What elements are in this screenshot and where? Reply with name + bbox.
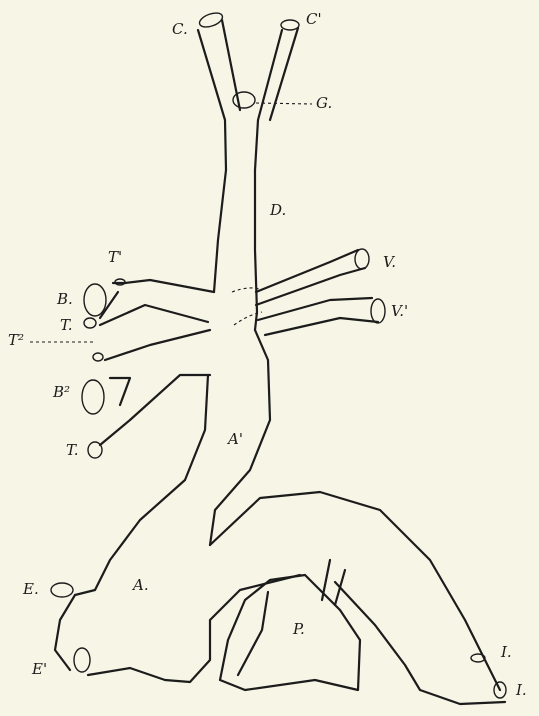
branch-b2-top	[105, 330, 210, 360]
label-c-prime: C'	[306, 12, 322, 27]
branch-b2-opening	[82, 380, 104, 414]
label-v: V.	[383, 255, 396, 270]
label-c: C.	[172, 22, 188, 37]
label-t-upper: T.	[60, 318, 73, 333]
trunk-left-wall	[214, 170, 226, 292]
label-t-squared: T²	[8, 333, 24, 348]
left-carotid-inner	[222, 20, 240, 110]
vertebral-v-opening	[355, 249, 369, 269]
label-d: D.	[270, 203, 286, 218]
label-i-lower: I.	[516, 683, 527, 698]
label-e-prime: E'	[32, 662, 47, 677]
branch-b-top	[125, 280, 214, 292]
t-lower-opening	[88, 442, 102, 458]
right-carotid-opening	[281, 20, 299, 30]
vertebral-v2-opening	[371, 299, 385, 323]
left-carotid	[198, 30, 226, 170]
label-b-squared: B²	[53, 385, 70, 400]
branch-b-opening	[84, 284, 106, 316]
ganglion-g	[233, 92, 255, 108]
label-t-prime: T'	[108, 250, 122, 265]
vertebral-v2-bottom	[265, 318, 378, 335]
aorta-left-wall	[75, 375, 208, 595]
label-t-lower: T.	[66, 443, 79, 458]
t-upper-opening	[84, 318, 96, 328]
right-carotid-inner	[270, 28, 298, 120]
label-g: G.	[316, 96, 332, 111]
right-carotid	[255, 30, 282, 170]
label-a-prime: A'	[228, 432, 243, 447]
branch-b-lower	[100, 305, 208, 325]
label-e: E.	[23, 582, 39, 597]
opening-e	[51, 583, 73, 597]
branch-b2-lower	[100, 375, 210, 445]
aorta-root	[55, 595, 75, 670]
label-b: B.	[57, 292, 73, 307]
vertebral-v2-top	[258, 298, 372, 320]
opening-e2	[74, 648, 90, 672]
label-i-upper: I.	[501, 645, 512, 660]
descending-top	[210, 492, 500, 690]
t2-stub	[93, 353, 103, 361]
label-p: P.	[293, 622, 305, 637]
label-v-prime: V.'	[391, 304, 408, 319]
label-a: A.	[133, 578, 149, 593]
left-carotid-opening	[198, 10, 225, 29]
